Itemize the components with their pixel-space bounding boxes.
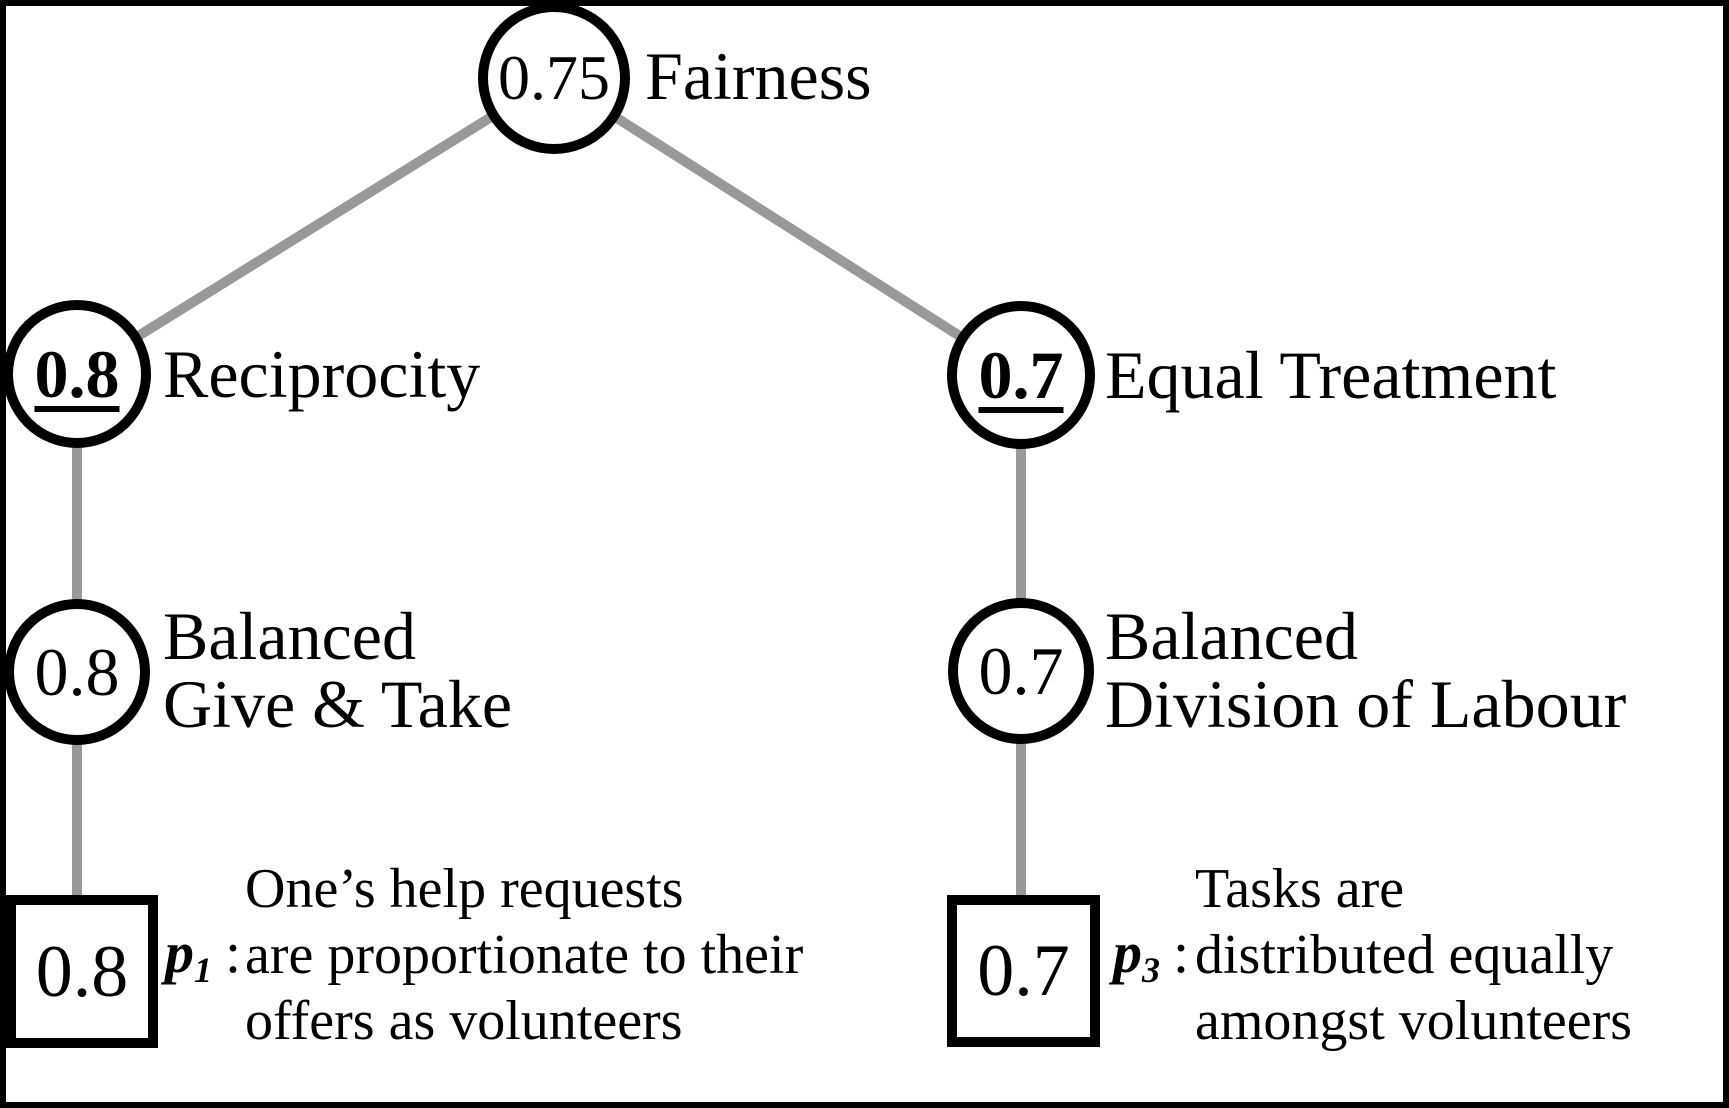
balanced-division-label: Balanced Division of Labour [1105, 602, 1626, 738]
edge-fairness-reciprocity [74, 73, 557, 379]
balanced-give-take-label: Balanced Give & Take [163, 602, 512, 738]
node-reciprocity: 0.8 [3, 300, 151, 448]
balanced-division-label-line1: Balanced [1105, 598, 1358, 674]
p1-value: 0.8 [35, 930, 129, 1013]
equal-treatment-value: 0.7 [978, 337, 1064, 413]
p3-symbol: p3: [1113, 920, 1190, 988]
node-p1: 0.8 [6, 895, 158, 1048]
p3-description-line3: amongst volunteers [1195, 990, 1633, 1052]
p3-value: 0.7 [977, 930, 1070, 1012]
p3-symbol-letter: p [1113, 920, 1142, 985]
edge-fairness-equal-treatment [551, 73, 1024, 380]
p3-colon: : [1172, 920, 1190, 985]
node-fairness: 0.75 [478, 2, 630, 154]
p1-symbol-letter: p [165, 920, 194, 985]
node-balanced-give-take: 0.8 [4, 599, 150, 745]
balanced-give-take-value: 0.8 [34, 634, 120, 710]
p1-symbol: p1: [165, 920, 242, 988]
p1-description: One’s help requests are proportionate to… [245, 856, 803, 1054]
equal-treatment-label: Equal Treatment [1105, 337, 1557, 413]
p1-description-line1: One’s help requests [245, 858, 684, 920]
reciprocity-value: 0.8 [34, 336, 120, 412]
fairness-label: Fairness [645, 38, 872, 114]
p3-description: Tasks are distributed equally amongst vo… [1195, 856, 1632, 1054]
p3-description-line1: Tasks are [1195, 858, 1405, 920]
fairness-value: 0.75 [498, 42, 610, 113]
p3-description-line2: distributed equally [1195, 924, 1614, 986]
balanced-division-value: 0.7 [978, 633, 1064, 709]
p1-symbol-subscript: 1 [194, 950, 212, 991]
p1-description-line3: offers as volunteers [245, 990, 683, 1052]
node-balanced-division: 0.7 [948, 598, 1094, 744]
balanced-division-label-line2: Division of Labour [1105, 666, 1627, 742]
p3-symbol-subscript: 3 [1142, 950, 1160, 991]
p1-description-line2: are proportionate to their [245, 924, 804, 986]
edge-lines [72, 73, 1026, 965]
p1-colon: : [224, 920, 242, 985]
balanced-give-take-label-line2: Give & Take [163, 666, 512, 742]
reciprocity-label: Reciprocity [163, 336, 481, 412]
node-p3: 0.7 [947, 895, 1100, 1047]
node-equal-treatment: 0.7 [947, 301, 1095, 449]
balanced-give-take-label-line1: Balanced [163, 598, 416, 674]
